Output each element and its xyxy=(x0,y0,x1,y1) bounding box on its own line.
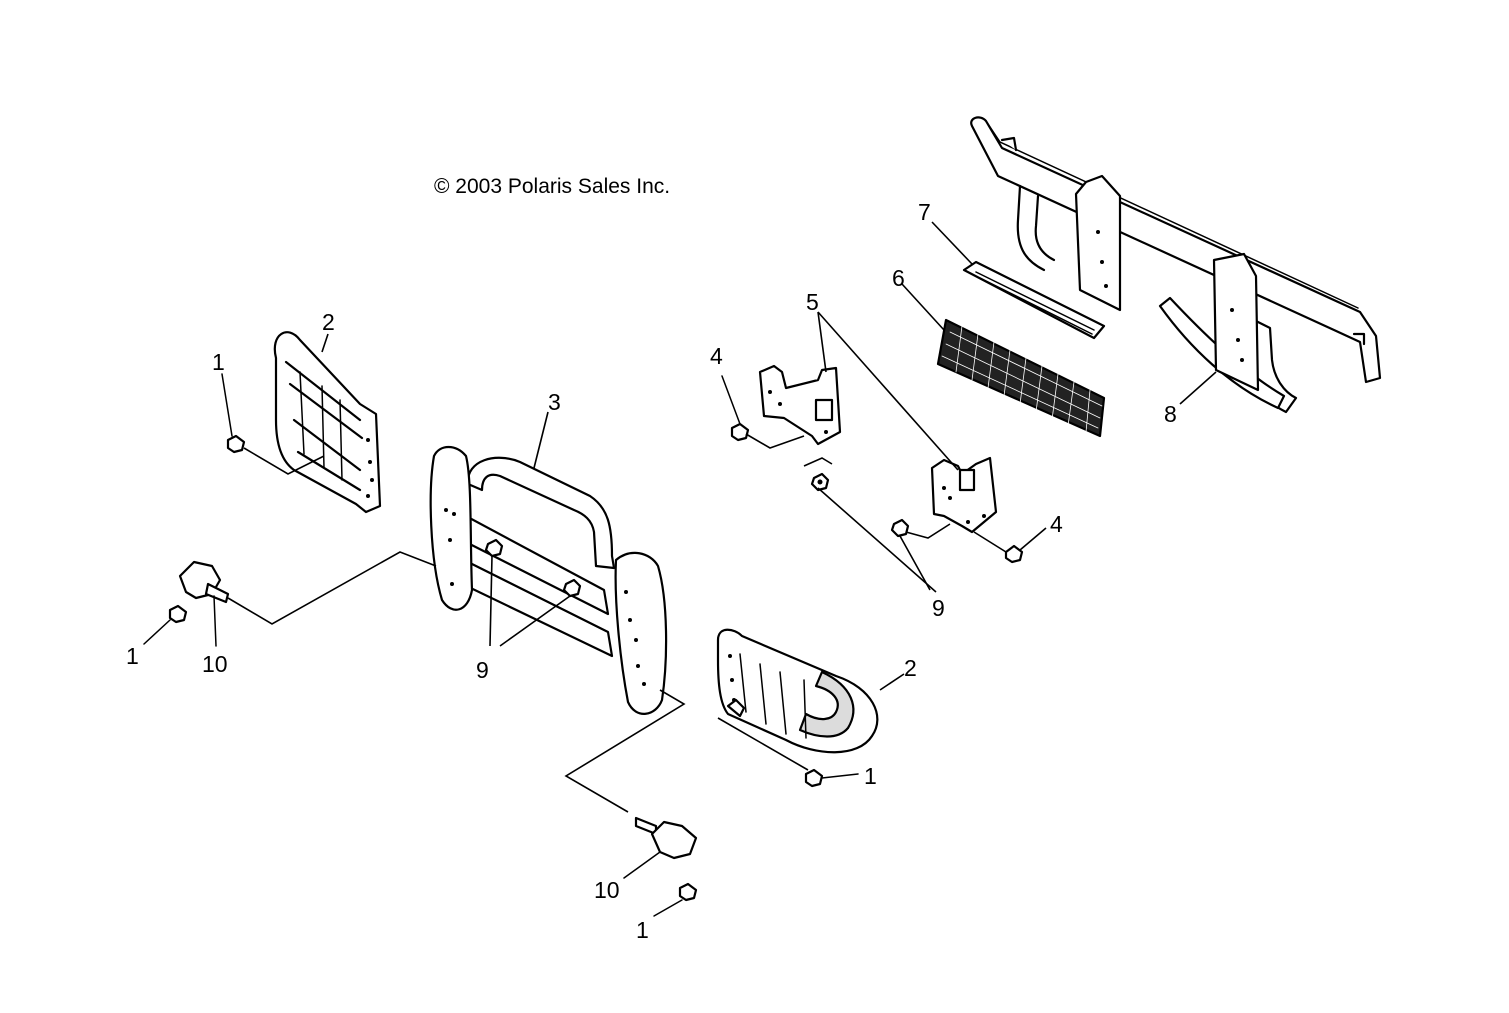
leader-5a xyxy=(817,311,827,373)
callout-10-left: 10 xyxy=(202,651,228,677)
callout-9-right: 9 xyxy=(932,595,945,621)
part-4-screw-upper xyxy=(721,375,805,449)
leader-8 xyxy=(1179,371,1217,405)
leader-7 xyxy=(931,221,973,265)
part-10-knob-bottom xyxy=(623,816,698,879)
callout-9-left: 9 xyxy=(476,657,489,683)
callout-8: 8 xyxy=(1164,401,1177,427)
part-4-screw-lower xyxy=(973,527,1047,564)
copyright-text: © 2003 Polaris Sales Inc. xyxy=(434,175,670,198)
callout-1-right: 1 xyxy=(864,763,877,789)
callout-1-left-bottom: 1 xyxy=(126,643,139,669)
callout-4-right: 4 xyxy=(1050,511,1063,537)
callout-10-bottom: 10 xyxy=(594,877,620,903)
part-2-side-guard-left xyxy=(273,331,382,514)
callout-5: 5 xyxy=(806,289,819,315)
part-1-screw-bottom xyxy=(653,882,698,917)
part-3-brush-guard xyxy=(429,411,668,715)
callout-2-left: 2 xyxy=(322,309,335,335)
part-5-mounting-bracket-lower xyxy=(930,456,998,534)
callout-2-right: 2 xyxy=(904,655,917,681)
part-1-screw-left-bottom xyxy=(143,604,188,645)
part-10-knob-left xyxy=(178,551,437,647)
leader-5b xyxy=(817,311,959,471)
part-9-nut-lower xyxy=(890,518,951,591)
callout-1-bottom: 1 xyxy=(636,917,649,943)
callout-1-left-top: 1 xyxy=(212,349,225,375)
leader-knob-bottom xyxy=(564,689,686,813)
callout-6: 6 xyxy=(892,265,905,291)
part-5-mounting-bracket-upper xyxy=(758,364,842,446)
leader-9-left xyxy=(489,555,571,647)
callout-4-top: 4 xyxy=(710,343,723,369)
part-2-side-guard-right xyxy=(716,628,905,771)
part-7-grille-insert xyxy=(931,221,1106,340)
callout-7: 7 xyxy=(918,199,931,225)
leader-6 xyxy=(901,283,945,331)
part-9-nut-upper xyxy=(803,457,937,593)
part-1-screw-left-top xyxy=(221,373,325,475)
part-1-screw-right xyxy=(804,768,859,788)
callout-3: 3 xyxy=(548,389,561,415)
part-8-front-bumper xyxy=(970,116,1382,414)
part-6-grille xyxy=(901,283,1106,438)
